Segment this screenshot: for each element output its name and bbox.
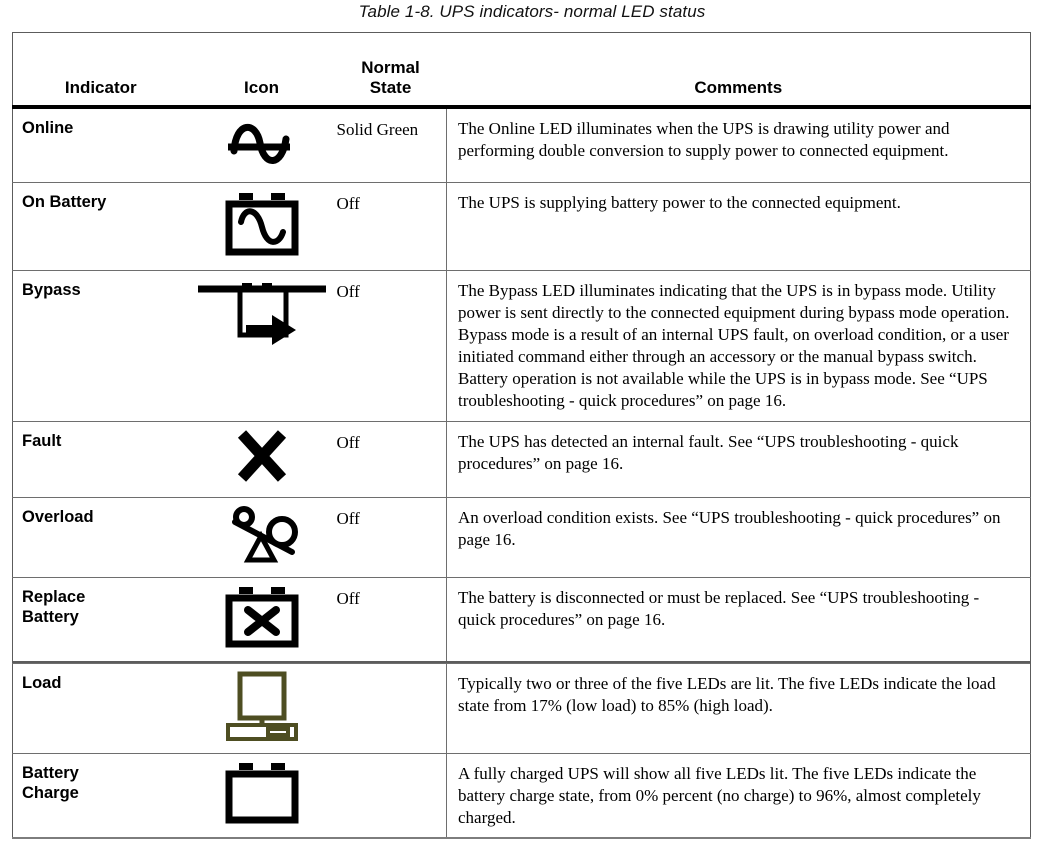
comment-text: An overload condition exists. See “UPS t…	[446, 497, 1031, 578]
indicator-label: Fault	[12, 421, 189, 498]
column-header-indicator: Indicator	[12, 32, 189, 109]
comment-text: A fully charged UPS will show all five L…	[446, 753, 1031, 840]
normal-state-value	[334, 753, 447, 840]
indicator-label: Replace Battery	[12, 577, 189, 663]
indicator-label: Load	[12, 663, 189, 754]
battery-x-icon	[219, 584, 305, 650]
table-header-row: Indicator Icon Normal State Comments	[12, 32, 1031, 109]
normal-state-value: Off	[334, 182, 447, 271]
sine-wave-ac-icon	[220, 115, 304, 171]
indicator-label: Overload	[12, 497, 189, 578]
normal-state-value: Off	[334, 577, 447, 663]
icon-cell	[188, 270, 335, 422]
normal-state-value: Off	[334, 270, 447, 422]
battery-sine-wave-icon	[219, 189, 305, 259]
table-caption: Table 1-8. UPS indicators- normal LED st…	[358, 2, 706, 21]
normal-state-value	[334, 663, 447, 754]
table-row: Bypass Off The Bypass LED illuminates in…	[12, 270, 1031, 422]
battery-empty-icon	[219, 760, 305, 826]
normal-state-value: Off	[334, 497, 447, 578]
column-header-comments: Comments	[446, 32, 1031, 109]
comment-text: The UPS has detected an internal fault. …	[446, 421, 1031, 498]
table-row: Fault Off The UPS has detected an intern…	[12, 421, 1031, 498]
indicator-label: Online	[12, 107, 189, 183]
comment-text: Typically two or three of the five LEDs …	[446, 663, 1031, 754]
comment-text: The Bypass LED illuminates indicating th…	[446, 270, 1031, 422]
bypass-arrow-icon	[194, 277, 330, 345]
comment-text: The UPS is supplying battery power to th…	[446, 182, 1031, 271]
icon-cell	[188, 753, 335, 840]
computer-load-icon	[216, 670, 308, 742]
table-row: Battery Charge A fully charged UPS will …	[12, 753, 1031, 840]
column-header-icon: Icon	[188, 32, 335, 109]
table-row: Overload Off An overload condition exist…	[12, 497, 1031, 578]
indicator-label: Battery Charge	[12, 753, 189, 840]
icon-cell	[188, 663, 335, 754]
indicator-label: On Battery	[12, 182, 189, 271]
x-cross-icon	[230, 428, 294, 486]
comment-text: The Online LED illuminates when the UPS …	[446, 107, 1031, 183]
column-header-normal-state: Normal State	[334, 32, 447, 109]
ups-load-charge-table: Load Typically two or three of the five …	[12, 663, 1031, 840]
normal-state-line-1: Normal	[361, 57, 420, 77]
icon-cell	[188, 182, 335, 271]
icon-cell	[188, 421, 335, 498]
table-row: Replace Battery Off The battery is disco…	[12, 577, 1031, 663]
indicator-label: Bypass	[12, 270, 189, 422]
comment-text: The battery is disconnected or must be r…	[446, 577, 1031, 663]
table-row: On Battery Off The UPS is supplying batt…	[12, 182, 1031, 271]
icon-cell	[188, 577, 335, 663]
icon-cell	[188, 107, 335, 183]
balance-scale-overload-icon	[220, 504, 304, 566]
normal-state-line-2: State	[369, 77, 412, 97]
table-row: Online Solid Green The Online LED illumi…	[12, 107, 1031, 183]
normal-state-value: Off	[334, 421, 447, 498]
icon-cell	[188, 497, 335, 578]
table-row: Load Typically two or three of the five …	[12, 663, 1031, 754]
normal-state-value: Solid Green	[334, 107, 447, 183]
ups-indicators-table: Indicator Icon Normal State Comments Onl…	[12, 32, 1031, 663]
